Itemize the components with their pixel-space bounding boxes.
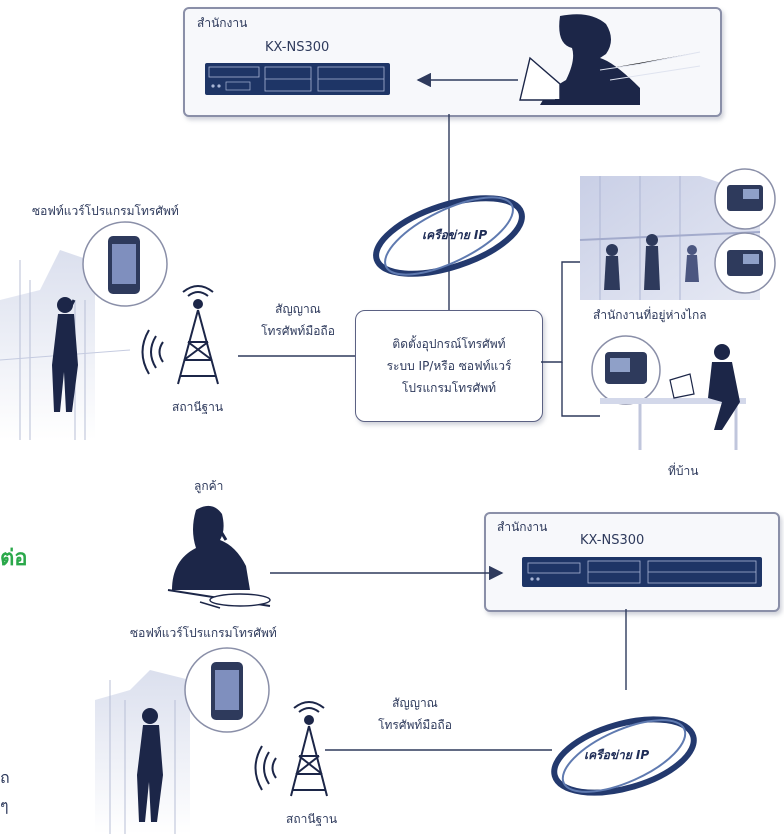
softphone-label-bottom: ซอฟท์แวร์โปรแกรมโทรศัพท์ (130, 626, 277, 640)
desk-phone-icon (714, 168, 776, 294)
customer-headset-icon (167, 505, 271, 609)
text-fragment-2: ๆ (0, 796, 9, 815)
pbx-unit-icon (522, 557, 762, 587)
cell-tower-icon (290, 701, 328, 797)
softphone-label-top: ซอฟท์แวร์โปรแกรมโทรศัพท์ (32, 204, 179, 218)
home-label: ที่บ้าน (668, 464, 699, 478)
ip-network-ring-top (373, 195, 525, 277)
signal-label-bottom-line1: สัญญาณ (392, 696, 438, 710)
signal-waves-icon (141, 329, 164, 375)
device-box-line3: โปรแกรมโทรศัพท์ (401, 381, 497, 395)
smartphone-icon (184, 647, 270, 733)
device-box-line1: ติดตั้งอุปกรณ์โทรศัพท์ (392, 337, 506, 351)
person-phone-icon (52, 297, 78, 412)
ip-network-label-bottom: เครือข่าย IP (584, 748, 650, 762)
customer-label: ลูกค้า (194, 479, 224, 493)
office-label-top: สำนักงาน (197, 16, 248, 30)
signal-waves-icon (254, 745, 277, 791)
signal-label-top: สัญญาณ โทรศัพท์มือถือ (248, 298, 348, 342)
smartphone-icon (82, 221, 168, 307)
text-fragment-1: ถ (0, 768, 10, 787)
signal-label-bottom: สัญญาณ โทรศัพท์มือถือ (360, 692, 470, 736)
person-laptop-icon (519, 14, 701, 106)
signal-label-top-line2: โทรศัพท์มือถือ (261, 324, 335, 338)
device-box-line2: ระบบ IP/หรือ ซอฟท์แวร์ (386, 359, 512, 373)
pbx-unit-icon (205, 63, 390, 95)
base-station-label-bottom: สถานีฐาน (286, 812, 338, 826)
signal-label-top-line1: สัญญาณ (275, 302, 321, 316)
model-label-bottom: KX-NS300 (580, 533, 645, 548)
ip-network-ring-bottom (551, 716, 697, 796)
person-phone-icon (137, 708, 163, 822)
signal-label-bottom-line2: โทรศัพท์มือถือ (378, 718, 452, 732)
model-label-top: KX-NS300 (265, 40, 330, 55)
remote-office-label: สำนักงานที่อยู่ห่างไกล (593, 308, 707, 322)
office-box-top (183, 7, 722, 117)
ip-device-box: ติดตั้งอุปกรณ์โทรศัพท์ ระบบ IP/หรือ ซอฟท… (355, 310, 543, 422)
heading-fragment: ต่อ (0, 546, 28, 571)
home-scene (591, 335, 746, 450)
ip-network-label-top: เครือข่าย IP (422, 228, 488, 242)
base-station-label-top: สถานีฐาน (172, 400, 224, 414)
office-label-bottom: สำนักงาน (497, 520, 548, 534)
cell-tower-icon (177, 285, 219, 385)
